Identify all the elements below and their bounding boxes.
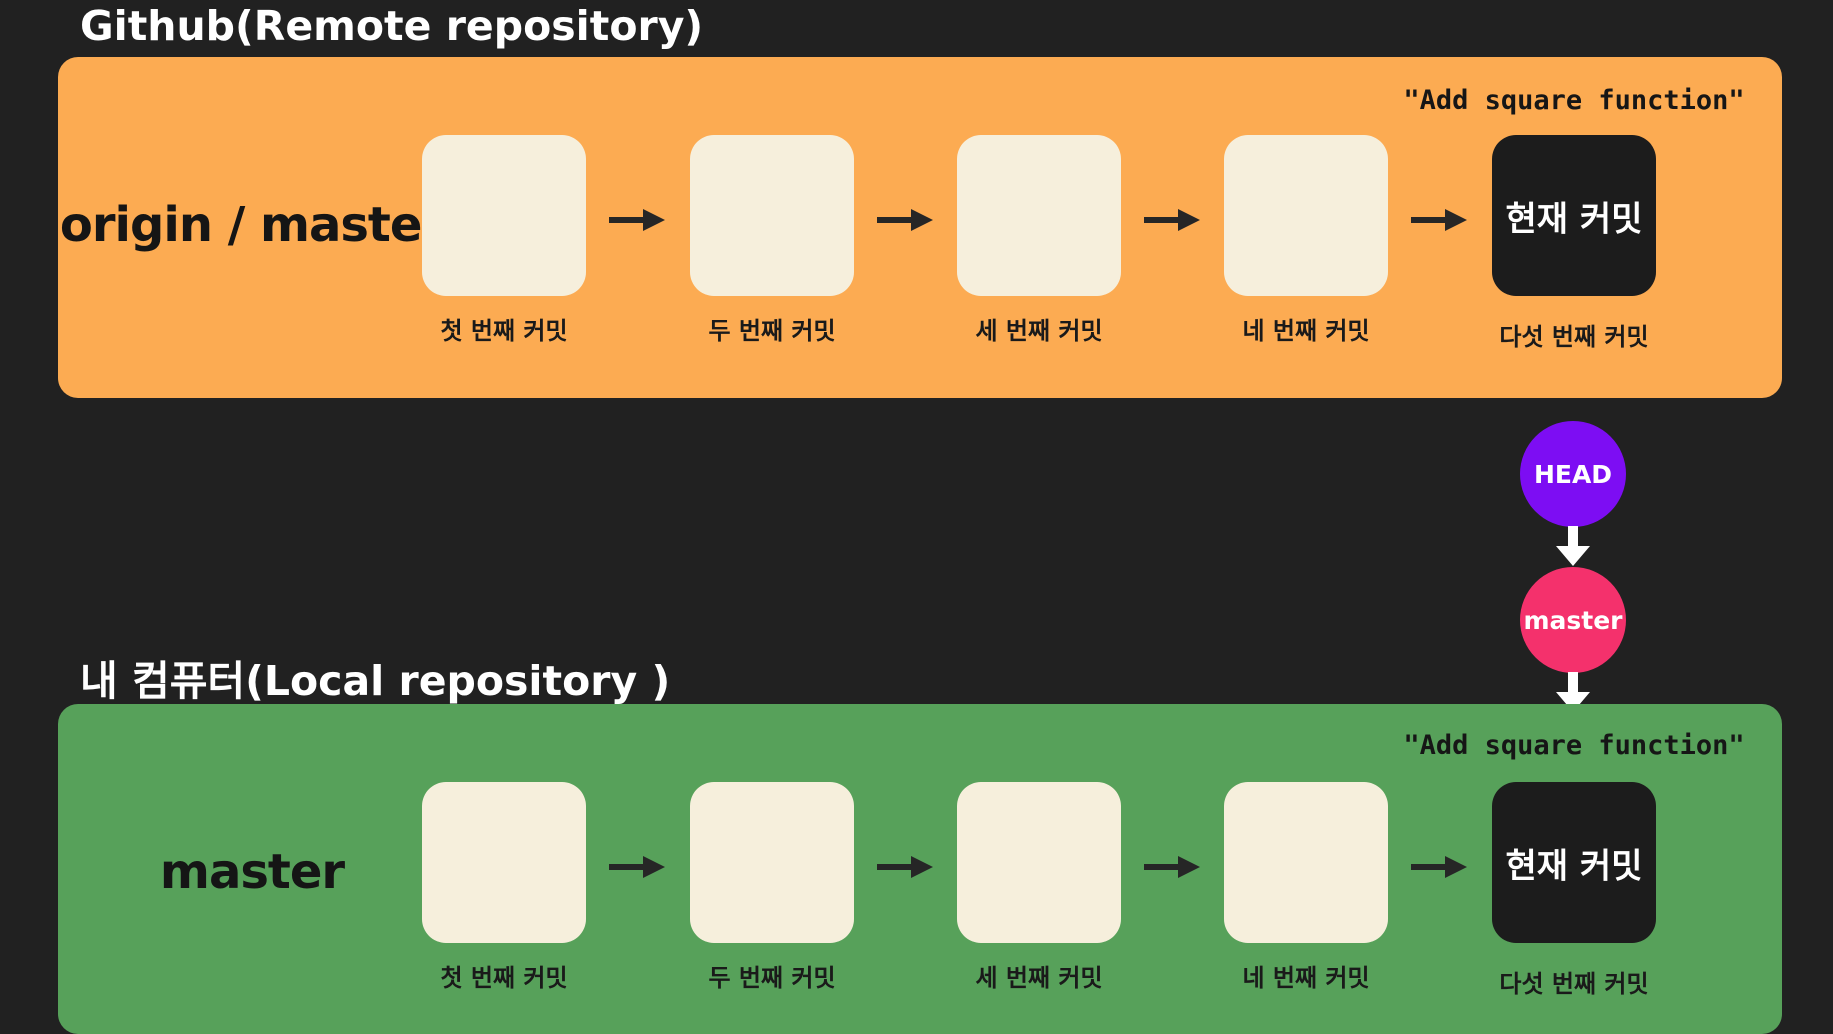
remote-commit-3-caption: 세 번째 커밋 — [975, 317, 1103, 345]
local-commit-message: "Add square function" — [1403, 730, 1745, 761]
arrow-right-icon — [1411, 856, 1467, 878]
arrow-right-icon — [1144, 856, 1200, 878]
remote-commit-1-caption: 첫 번째 커밋 — [440, 317, 568, 345]
arrow-down-icon — [1556, 672, 1590, 712]
local-commit-4-box — [1224, 782, 1388, 943]
local-current-commit-label: 현재 커밋 — [1505, 846, 1643, 886]
remote-commit-message: "Add square function" — [1403, 85, 1745, 116]
remote-commit-2-caption: 두 번째 커밋 — [708, 317, 836, 345]
remote-current-commit-label: 현재 커밋 — [1505, 199, 1643, 239]
head-pointer: HEAD — [1520, 421, 1626, 527]
remote-commit-1-box — [422, 135, 586, 296]
remote-current-commit-box: 현재 커밋 — [1492, 135, 1656, 296]
remote-commit-4-caption: 네 번째 커밋 — [1242, 317, 1370, 345]
local-section-title: 내 컴퓨터(Local repository ) — [80, 657, 671, 705]
local-commit-5-caption: 다섯 번째 커밋 — [1499, 970, 1649, 998]
arrow-right-icon — [877, 209, 933, 231]
remote-commit-4-box — [1224, 135, 1388, 296]
local-commit-3-caption: 세 번째 커밋 — [975, 964, 1103, 992]
remote-commit-3-box — [957, 135, 1121, 296]
local-branch-label: master — [159, 844, 345, 900]
arrow-right-icon — [877, 856, 933, 878]
remote-commit-2-box — [690, 135, 854, 296]
local-commit-1-box — [422, 782, 586, 943]
remote-section-title: Github(Remote repository) — [80, 2, 704, 50]
local-commit-2-box — [690, 782, 854, 943]
local-current-commit-box: 현재 커밋 — [1492, 782, 1656, 943]
local-commit-3-box — [957, 782, 1121, 943]
master-pointer: master — [1520, 567, 1626, 673]
local-commit-4-caption: 네 번째 커밋 — [1242, 964, 1370, 992]
arrow-down-icon — [1556, 526, 1590, 566]
remote-commit-5-caption: 다섯 번째 커밋 — [1499, 323, 1649, 351]
remote-branch-label: origin / master — [59, 197, 445, 253]
local-commit-1-caption: 첫 번째 커밋 — [440, 964, 568, 992]
arrow-right-icon — [1144, 209, 1200, 231]
arrow-right-icon — [609, 856, 665, 878]
arrow-right-icon — [1411, 209, 1467, 231]
local-commit-2-caption: 두 번째 커밋 — [708, 964, 836, 992]
arrow-right-icon — [609, 209, 665, 231]
